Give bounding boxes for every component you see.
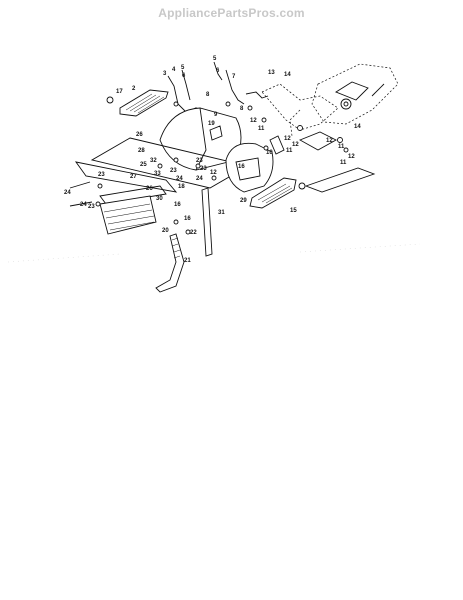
engine-housing (289, 63, 399, 137)
callout-11: 11 (258, 126, 265, 132)
callout-16: 16 (184, 216, 191, 222)
callout-27: 27 (130, 174, 137, 180)
callout-33: 33 (154, 171, 161, 177)
callout-12: 12 (250, 118, 257, 124)
callout-12: 12 (284, 136, 291, 142)
hardware-fasteners (157, 117, 349, 181)
callout-8: 8 (206, 92, 210, 98)
right-foot-pad (249, 177, 306, 209)
depth-bar (155, 187, 213, 293)
callout-11: 11 (340, 160, 347, 166)
left-foot-pad (106, 89, 169, 117)
callout-6: 6 (182, 73, 186, 79)
right-shield (225, 142, 274, 193)
callout-5: 5 (213, 56, 217, 62)
callout-11: 11 (338, 144, 345, 150)
callout-10: 10 (266, 150, 273, 156)
callout-16: 16 (238, 164, 245, 170)
callout-24: 24 (196, 176, 203, 182)
callout-11: 11 (286, 148, 293, 154)
callout-30: 30 (156, 196, 163, 202)
callout-26: 26 (136, 132, 143, 138)
callout-12: 12 (210, 170, 217, 176)
callout-23: 23 (98, 172, 105, 178)
frame-plate (74, 137, 250, 193)
callout-12: 12 (326, 138, 333, 144)
callout-29: 29 (240, 198, 247, 204)
callout-24: 24 (80, 202, 87, 208)
callout-14: 14 (284, 72, 291, 78)
site-watermark: AppliancePartsPros.com (158, 6, 305, 20)
callout-12: 12 (292, 142, 299, 148)
callout-23: 23 (88, 204, 95, 210)
callout-23: 23 (170, 168, 177, 174)
callout-18: 18 (178, 184, 185, 190)
callout-32: 32 (150, 158, 157, 164)
callout-24: 24 (64, 190, 71, 196)
callout-23: 23 (196, 158, 203, 164)
callout-16: 16 (174, 202, 181, 208)
callout-28: 28 (138, 148, 145, 154)
callout-5: 5 (181, 65, 185, 71)
callout-15: 15 (290, 208, 297, 214)
callout-3: 3 (163, 71, 167, 77)
callout-23: 23 (200, 166, 207, 172)
callout-19: 19 (208, 121, 215, 127)
callout-20: 20 (162, 228, 169, 234)
right-bracket (261, 83, 376, 193)
callout-26: 26 (146, 186, 153, 192)
callout-4: 4 (172, 67, 176, 73)
tine-shield-assembly (69, 181, 167, 235)
faint-guide-lines (7, 243, 421, 263)
callout-22: 22 (190, 230, 197, 236)
callout-17: 17 (116, 89, 123, 95)
callout-7: 7 (232, 74, 236, 80)
callout-13: 13 (268, 70, 275, 76)
callout-2: 2 (132, 86, 136, 92)
callout-31: 31 (218, 210, 225, 216)
callout-14: 14 (354, 124, 361, 130)
callout-25: 25 (140, 162, 147, 168)
callout-8: 8 (240, 106, 244, 112)
callout-24: 24 (176, 176, 183, 182)
callout-9: 9 (214, 112, 218, 118)
callout-12: 12 (348, 154, 355, 160)
callout-6: 6 (216, 68, 220, 74)
callout-21: 21 (184, 258, 191, 264)
